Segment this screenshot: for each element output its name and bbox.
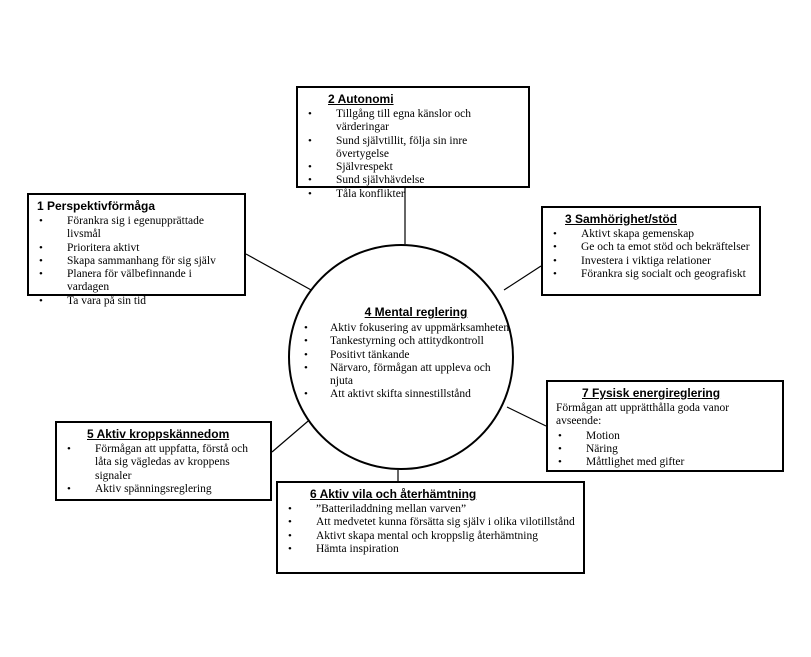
list-item: Ta vara på sin tid xyxy=(37,295,236,309)
list-item: Tillgång till egna känslor och värdering… xyxy=(306,108,520,135)
list-item: Skapa sammanhang för sig själv xyxy=(37,255,236,269)
center-content-mental-reglering: 4 Mental reglering Aktiv fokusering av u… xyxy=(300,305,516,402)
box-autonomi: 2 Autonomi Tillgång till egna känslor oc… xyxy=(296,86,530,201)
list-item: Prioritera aktivt xyxy=(37,242,236,256)
list-item: Förankra sig i egenupprättade livsmål xyxy=(37,215,236,242)
list-item: Aktivt skapa gemenskap xyxy=(551,228,751,242)
list-item: Investera i viktiga relationer xyxy=(551,255,751,269)
list-item: Näring xyxy=(556,443,774,457)
list-item: Aktiv spänningsreglering xyxy=(65,483,262,497)
box-fysisk-energireglering: 7 Fysisk energireglering Förmågan att up… xyxy=(546,380,784,472)
box-aktiv-vila: 6 Aktiv vila och återhämtning ”Batterila… xyxy=(276,481,585,574)
list-item: ”Batteriladdning mellan varven” xyxy=(286,503,575,517)
list-item: Motion xyxy=(556,430,774,444)
list-item: Aktiv fokusering av uppmärksamheten xyxy=(300,322,516,336)
connector-samhorighet xyxy=(503,265,542,291)
list-item: Att medvetet kunna försätta sig själv i … xyxy=(286,516,575,530)
item-list: Aktivt skapa gemenskap Ge och ta emot st… xyxy=(551,228,751,281)
list-item: Förankra sig socialt och geografiskt xyxy=(551,268,751,282)
list-item: Sund självhävdelse xyxy=(306,174,520,188)
list-item: Förmågan att uppfatta, förstå och låta s… xyxy=(65,443,262,483)
box-title: 1 Perspektivförmåga xyxy=(37,199,156,213)
list-item: Ge och ta emot stöd och bekräftelser xyxy=(551,241,751,255)
connector-fysisk xyxy=(506,406,547,427)
list-item: Närvaro, förmågan att uppleva och njuta xyxy=(300,362,516,389)
box-aktiv-kroppskannedom: 5 Aktiv kroppskännedom Förmågan att uppf… xyxy=(55,421,272,501)
list-item: Sund självtillit, följa sin inre övertyg… xyxy=(306,135,520,162)
list-item: Aktivt skapa mental och kroppslig återhä… xyxy=(286,530,575,544)
box-perspektivformaga: 1 Perspektivförmåga Förankra sig i egenu… xyxy=(27,193,246,308)
box-title: 2 Autonomi xyxy=(328,92,394,106)
connector-kropp xyxy=(271,415,315,453)
item-list: Motion Näring Måttlighet med gifter xyxy=(556,430,774,470)
item-list: Förankra sig i egenupprättade livsmål Pr… xyxy=(37,215,236,308)
box-title: 3 Samhörighet/stöd xyxy=(565,212,678,226)
list-item: Hämta inspiration xyxy=(286,543,575,557)
list-item: Tåla konflikter xyxy=(306,188,520,202)
box-title: 6 Aktiv vila och återhämtning xyxy=(310,487,477,501)
box-intro: Förmågan att upprätthålla goda vanor avs… xyxy=(556,402,730,428)
list-item: Positivt tänkande xyxy=(300,349,516,363)
item-list: Aktiv fokusering av uppmärksamheten Tank… xyxy=(300,322,516,402)
item-list: Tillgång till egna känslor och värdering… xyxy=(306,108,520,201)
center-title: 4 Mental reglering xyxy=(364,305,468,319)
connector-perspektiv xyxy=(245,253,314,292)
item-list: ”Batteriladdning mellan varven” Att medv… xyxy=(286,503,575,556)
list-item: Tankestyrning och attitydkontroll xyxy=(300,335,516,349)
list-item: Självrespekt xyxy=(306,161,520,175)
box-title: 7 Fysisk energireglering xyxy=(582,386,721,400)
list-item: Att aktivt skifta sinnestillstånd xyxy=(300,388,516,402)
item-list: Förmågan att uppfatta, förstå och låta s… xyxy=(65,443,262,496)
box-title: 5 Aktiv kroppskännedom xyxy=(87,427,230,441)
box-samhorighet: 3 Samhörighet/stöd Aktivt skapa gemenska… xyxy=(541,206,761,296)
list-item: Måttlighet med gifter xyxy=(556,456,774,470)
list-item: Planera för välbefinnande i vardagen xyxy=(37,268,236,295)
